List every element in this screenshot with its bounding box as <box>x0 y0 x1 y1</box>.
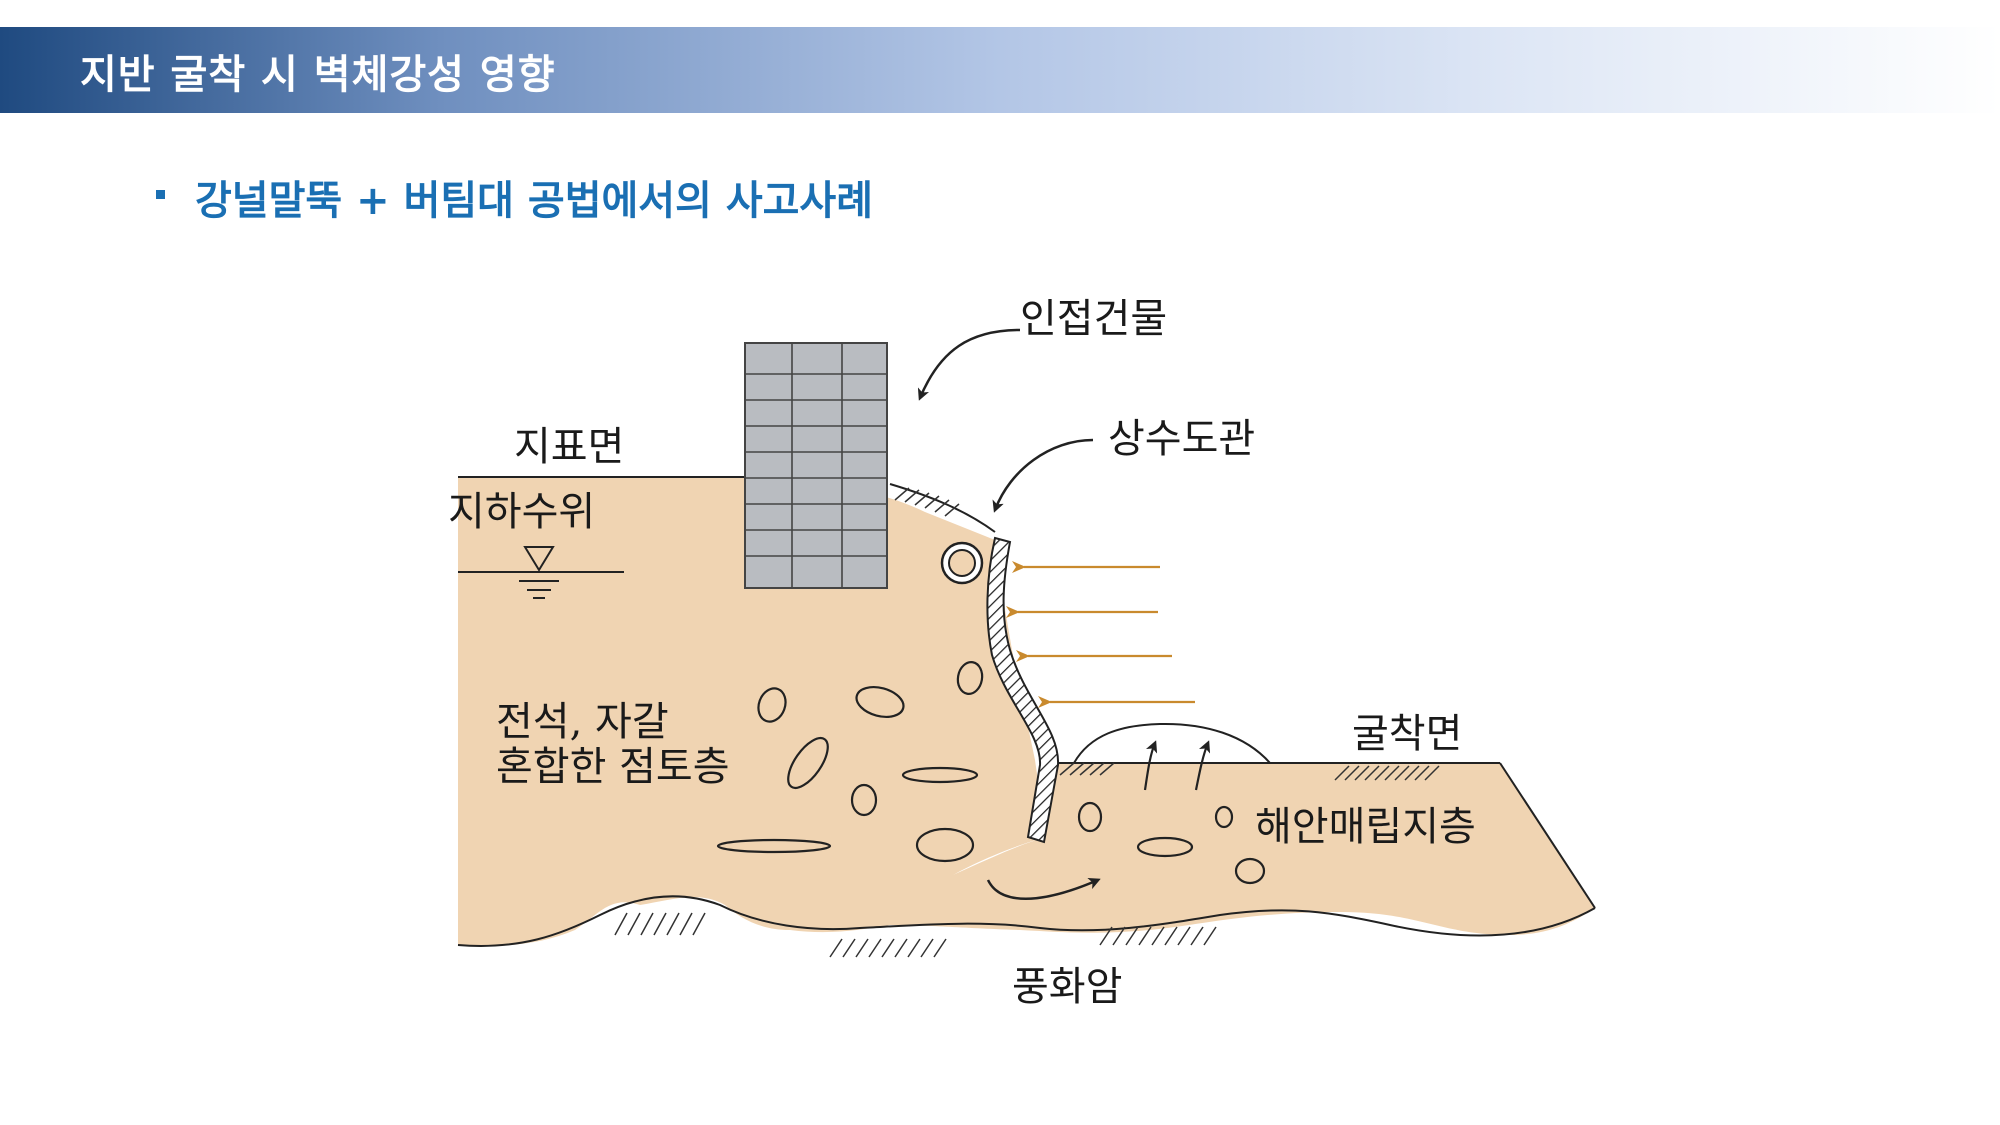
ground-hatch-marks <box>614 487 1440 958</box>
heave-arrow-2 <box>1194 740 1211 791</box>
label-water-pipe: 상수도관 <box>1108 416 1255 462</box>
soil-flow-arrow <box>986 878 1101 900</box>
label-excavation-surface: 굴착면 <box>1352 711 1462 757</box>
sheet-pile-wall <box>986 536 1060 844</box>
groundwater-level-symbol <box>458 546 624 599</box>
water-pipe <box>940 541 984 585</box>
label-reclaimed-layer: 해안매립지층 <box>1255 804 1476 850</box>
label-soil-line2: 혼합한 점토층 <box>496 744 730 790</box>
section-heading: 강널말뚝 + 버팀대 공법에서의 사고사례 <box>195 178 874 224</box>
label-adjacent-building: 인접건물 <box>1020 296 1167 342</box>
heave-arrow-1 <box>1143 740 1158 791</box>
earth-pressure-arrows <box>1006 561 1195 708</box>
label-ground-surface: 지표면 <box>514 424 624 470</box>
building-leader-arrow <box>917 328 1021 401</box>
heave-bulge <box>1073 722 1271 764</box>
label-soil-line1: 전석, 자갈 <box>496 699 669 745</box>
slope-surface-line <box>889 483 996 533</box>
label-weathered-rock: 풍화암 <box>1012 964 1122 1010</box>
label-groundwater-level: 지하수위 <box>448 489 595 535</box>
bullet-marker <box>156 190 165 199</box>
boulders <box>716 661 1266 885</box>
excavation-right-slope <box>1499 762 1596 909</box>
soil-left-mass <box>458 477 1046 947</box>
pipe-leader-arrow <box>992 438 1094 513</box>
adjacent-building <box>744 342 888 589</box>
title-bar <box>0 27 2000 113</box>
page-title: 지반 굴착 시 벽체강성 영향 <box>80 52 556 98</box>
rock-interface-line <box>457 895 1596 947</box>
